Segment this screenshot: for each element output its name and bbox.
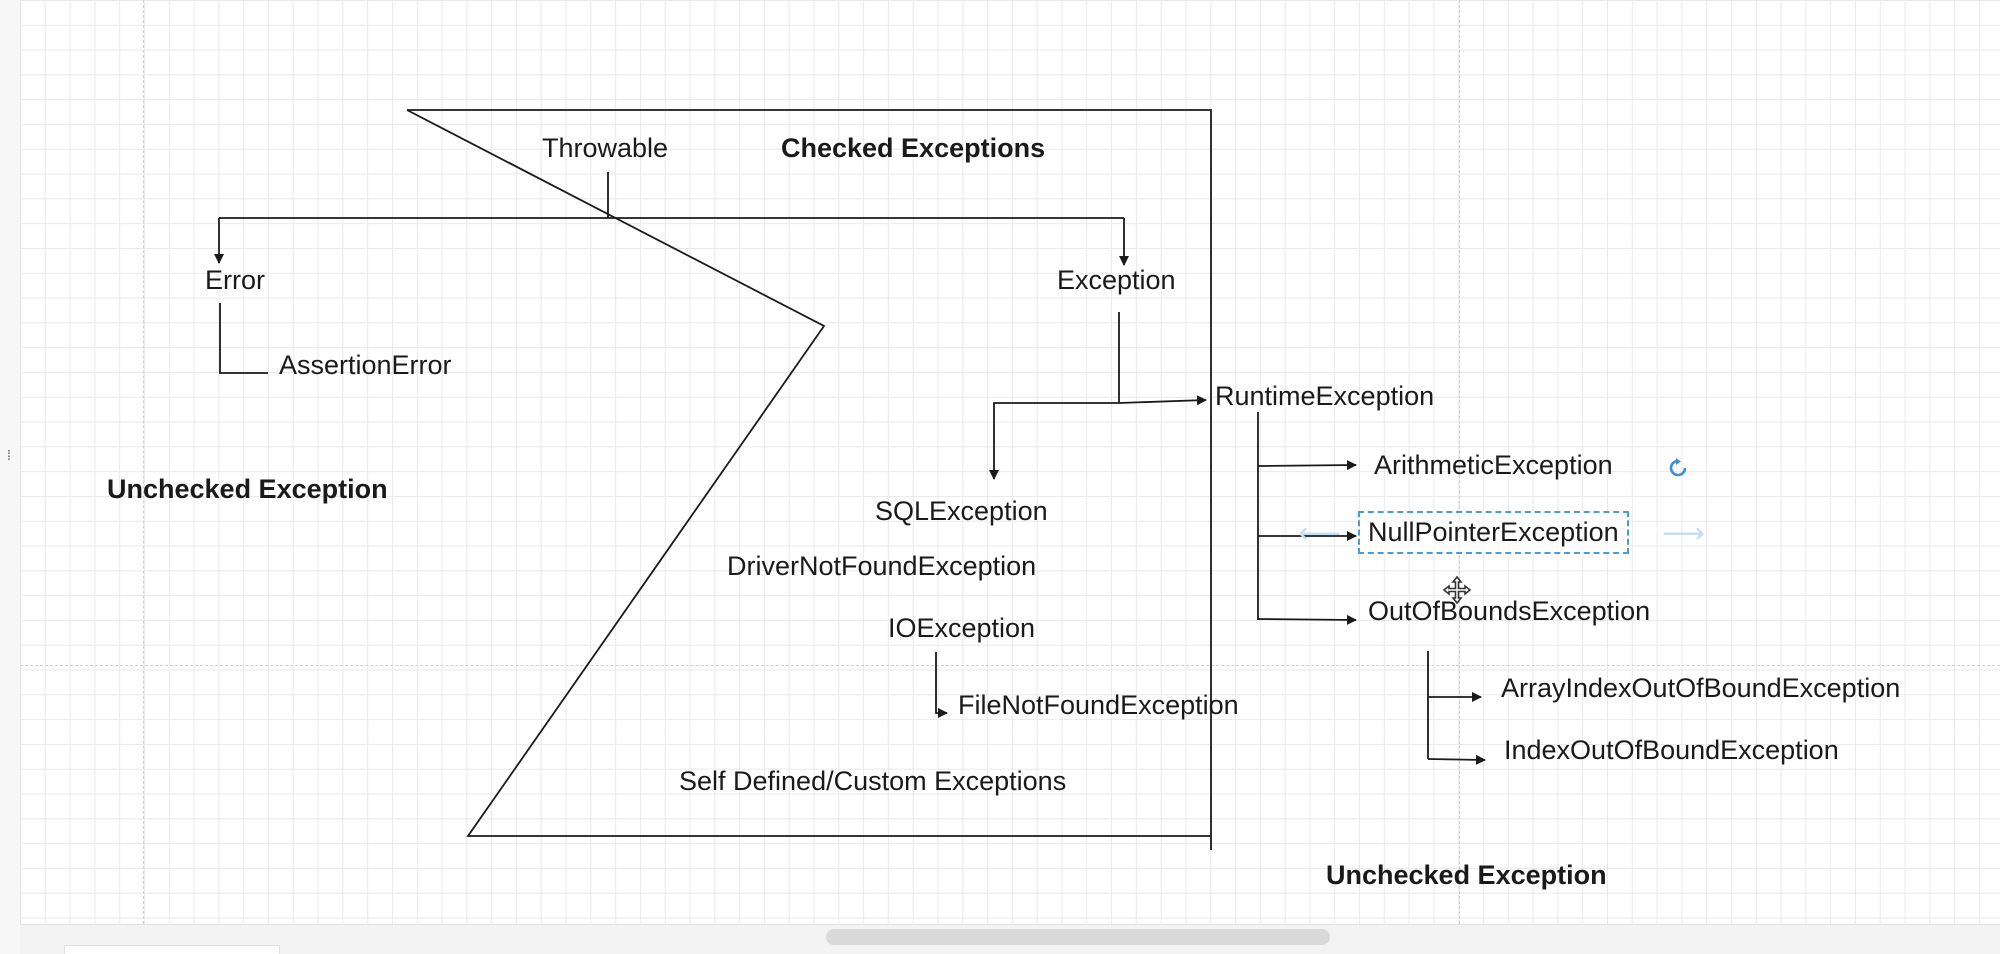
label-checked-exceptions[interactable]: Checked Exceptions bbox=[781, 133, 1046, 163]
node-arithmetic-exception[interactable]: ArithmeticException bbox=[1374, 450, 1613, 480]
node-throwable[interactable]: Throwable bbox=[542, 133, 669, 163]
label-self-defined-exceptions[interactable]: Self Defined/Custom Exceptions bbox=[679, 766, 1067, 796]
connector-to-indexoutofbound[interactable] bbox=[1427, 754, 1486, 765]
connector-to-sql[interactable] bbox=[989, 402, 1119, 480]
connector-io-to-filenotfound[interactable] bbox=[935, 652, 948, 718]
connect-arrow-left-icon[interactable]: ⟵ bbox=[1298, 517, 1342, 550]
node-file-not-found-exception[interactable]: FileNotFoundException bbox=[958, 690, 1239, 720]
connector-error-to-assertion[interactable] bbox=[219, 303, 268, 374]
page-break-vertical bbox=[143, 0, 144, 924]
connector-to-arithmetic[interactable] bbox=[1257, 460, 1357, 471]
node-null-pointer-exception[interactable]: NullPointerException bbox=[1358, 511, 1629, 554]
horizontal-scrollbar-thumb[interactable] bbox=[826, 929, 1330, 945]
node-driver-not-found-exception[interactable]: DriverNotFoundException bbox=[727, 551, 1037, 581]
node-runtime-exception[interactable]: RuntimeException bbox=[1215, 381, 1435, 411]
left-rail: ⁞ bbox=[0, 0, 21, 954]
page-break-vertical bbox=[1459, 0, 1460, 924]
move-cursor-icon bbox=[1442, 575, 1472, 605]
page-break-horizontal bbox=[20, 665, 2000, 666]
node-exception[interactable]: Exception bbox=[1057, 265, 1176, 295]
node-assertion-error[interactable]: AssertionError bbox=[279, 350, 452, 380]
node-index-out-of-bound-exception[interactable]: IndexOutOfBoundException bbox=[1504, 735, 1839, 765]
page-tab[interactable] bbox=[64, 945, 280, 954]
node-out-of-bounds-exception[interactable]: OutOfBoundsException bbox=[1368, 596, 1651, 626]
node-io-exception[interactable]: IOException bbox=[888, 613, 1036, 643]
connector-to-outofbounds[interactable] bbox=[1257, 614, 1357, 625]
node-array-index-out-of-bound-exception[interactable]: ArrayIndexOutOfBoundException bbox=[1501, 673, 1901, 703]
rotate-handle-icon[interactable] bbox=[1667, 457, 1689, 479]
label-unchecked-exception-bottom[interactable]: Unchecked Exception bbox=[1326, 860, 1607, 890]
checked-region-boundary[interactable] bbox=[407, 109, 1212, 850]
connector-to-runtime[interactable] bbox=[1118, 395, 1207, 406]
connect-arrow-right-icon[interactable]: ⟶ bbox=[1662, 517, 1706, 550]
node-sql-exception[interactable]: SQLException bbox=[875, 496, 1048, 526]
node-error[interactable]: Error bbox=[205, 265, 265, 295]
label-unchecked-exception-left[interactable]: Unchecked Exception bbox=[107, 474, 388, 504]
